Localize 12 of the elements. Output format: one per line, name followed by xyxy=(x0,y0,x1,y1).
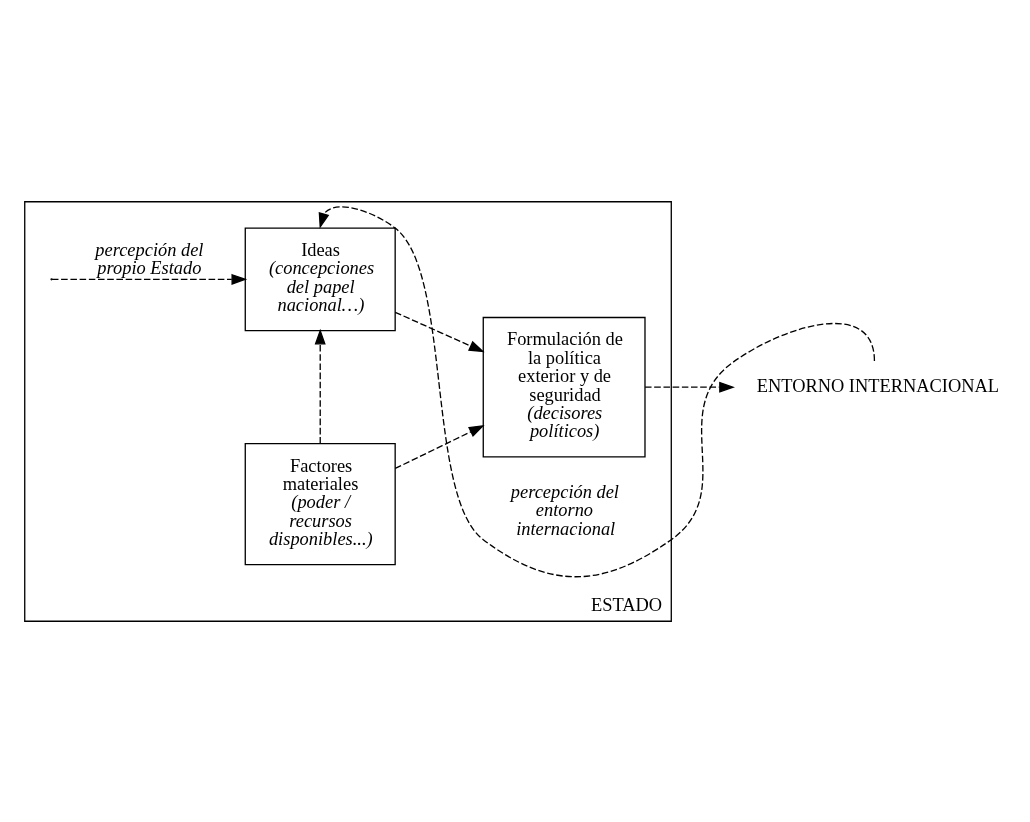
arrow xyxy=(318,205,876,577)
node-box: Formulación de la política exterior y de seguridad (decisores políticos) xyxy=(482,316,646,457)
arrow xyxy=(394,424,485,469)
arrow xyxy=(314,328,326,444)
edge-label: percepción del propio Estado xyxy=(95,239,204,278)
arrow xyxy=(51,273,248,285)
edge-label: percepción del entorno internacional xyxy=(510,481,619,539)
node-box: Factores materiales (poder / recursos disponibles...) xyxy=(244,442,396,565)
node-box: Ideas (concepciones del papel nacional…) xyxy=(244,226,396,331)
arrow xyxy=(644,381,735,393)
arrow xyxy=(394,311,485,352)
node-text: ENTORNO INTERNACIONAL xyxy=(756,375,1000,396)
